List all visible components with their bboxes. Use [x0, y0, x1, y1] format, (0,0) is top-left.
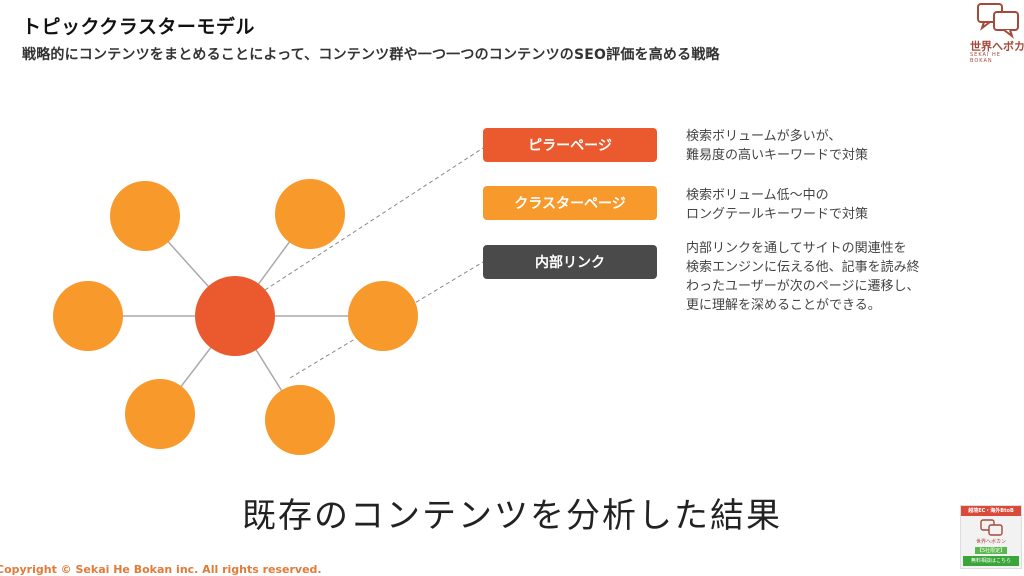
consultation-banner[interactable]: 越境EC・海外BtoB 世界へボカン 【5社限定】 無料相談はこちら: [960, 505, 1022, 569]
legend-description-1: 検索ボリュームが多いが、難易度の高いキーワードで対策: [686, 127, 868, 165]
legend-description-line: 難易度の高いキーワードで対策: [686, 148, 869, 163]
speech-bubbles-icon: [977, 3, 1019, 39]
legend-description-line: わったユーザーが次のページに遷移し、: [686, 279, 920, 294]
cluster-page-node: [348, 281, 418, 351]
page-title: トピッククラスターモデル: [22, 16, 255, 38]
legend-description-2: 検索ボリューム低〜中のロングテールキーワードで対策: [686, 186, 868, 224]
cluster-page-node: [53, 281, 123, 351]
page-subtitle: 戦略的にコンテンツをまとめることによって、コンテンツ群や一つ一つのコンテンツのS…: [22, 47, 720, 63]
legend-pill-2: クラスターページ: [483, 186, 657, 220]
legend-description-line: 検索ボリュームが多いが、: [686, 129, 842, 144]
speech-bubbles-icon: [980, 519, 1003, 536]
legend-description-3: 内部リンクを通してサイトの関連性を検索エンジンに伝える他、記事を読み終わったユー…: [686, 239, 920, 315]
legend-description-line: 更に理解を深めることができる。: [686, 298, 881, 313]
legend-description-line: 検索ボリューム低〜中の: [686, 188, 829, 203]
video-caption: 既存のコンテンツを分析した結果: [242, 496, 782, 536]
banner-heading: 越境EC・海外BtoB: [961, 506, 1021, 516]
legend-description-line: 内部リンクを通してサイトの関連性を: [686, 241, 907, 256]
leader-line: [264, 147, 484, 291]
legend-description-line: 検索エンジンに伝える他、記事を読み終: [686, 260, 920, 275]
cluster-page-node: [265, 385, 335, 455]
logo-subtext: SEKAI HE BOKAN: [970, 52, 1001, 64]
logo-text: 世界へボカ: [970, 40, 1024, 53]
cluster-page-node: [275, 179, 345, 249]
legend-description-line: ロングテールキーワードで対策: [686, 207, 869, 222]
cluster-page-node: [125, 379, 195, 449]
pillar-page-node: [195, 276, 275, 356]
free-consultation-button[interactable]: 無料相談はこちら: [963, 556, 1019, 566]
legend-pill-3: 内部リンク: [483, 245, 657, 279]
copyright-text: Copyright © Sekai He Bokan inc. All righ…: [0, 563, 322, 576]
banner-tag: 【5社限定】: [975, 547, 1008, 554]
company-logo: 世界へボカ SEKAI HE BOKAN: [962, 2, 1024, 64]
banner-brand: 世界へボカン: [975, 539, 1006, 545]
legend-pill-1: ピラーページ: [483, 128, 657, 162]
cluster-page-node: [110, 181, 180, 251]
